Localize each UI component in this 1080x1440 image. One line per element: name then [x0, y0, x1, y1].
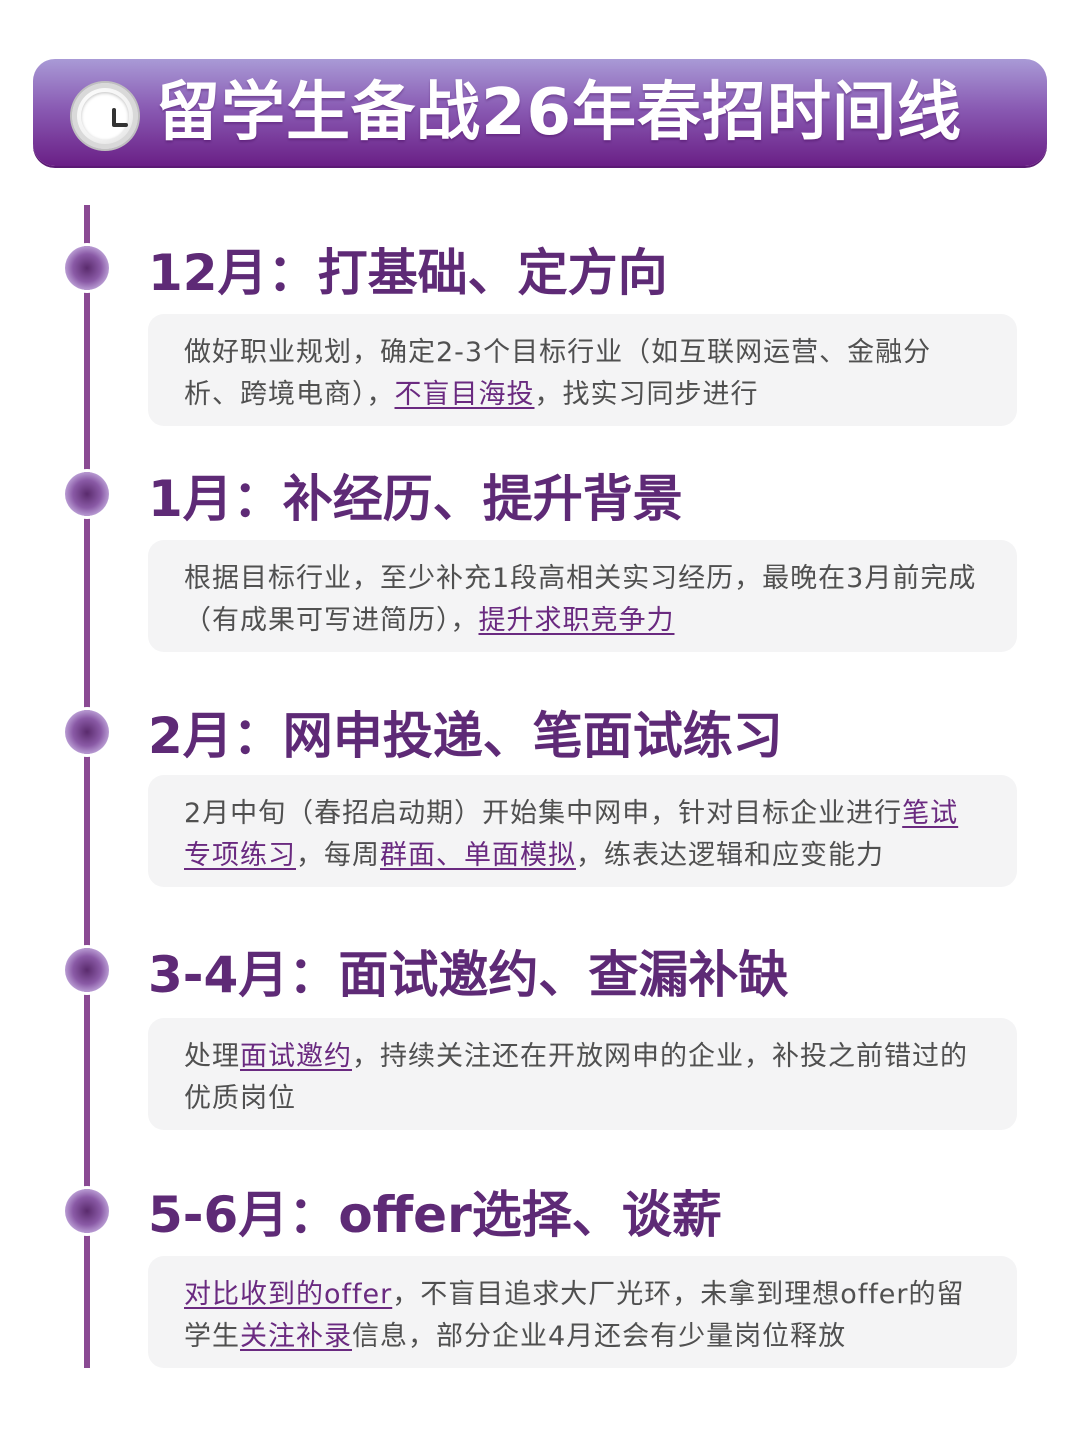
timeline-card: 根据目标行业，至少补充1段高相关实习经历，最晚在3月前完成（有成果可写进简历），…	[148, 540, 1017, 652]
desc-highlight: 面试邀约	[240, 1041, 352, 1072]
desc-text: ，找实习同步进行	[534, 379, 759, 410]
timeline-desc: 处理面试邀约，持续关注还在开放网申的企业，补投之前错过的优质岗位	[184, 1036, 981, 1120]
desc-highlight: 提升求职竞争力	[478, 605, 675, 636]
timeline-dot	[65, 948, 109, 992]
desc-highlight: 群面、单面模拟	[380, 840, 576, 871]
timeline-heading: 12月：打基础、定方向	[148, 244, 668, 302]
timeline-heading: 5-6月：offer选择、谈薪	[148, 1186, 722, 1244]
desc-highlight: 对比收到的offer	[184, 1279, 393, 1310]
timeline-card: 2月中旬（春招启动期）开始集中网申，针对目标企业进行笔试专项练习，每周群面、单面…	[148, 775, 1017, 887]
timeline-heading: 3-4月：面试邀约、查漏补缺	[148, 946, 789, 1004]
desc-text: 2月中旬（春招启动期）开始集中网申，针对目标企业进行	[184, 798, 903, 829]
timeline-heading: 2月：网申投递、笔面试练习	[148, 707, 783, 765]
desc-highlight: 笔试专项练习	[184, 798, 959, 871]
timeline-dot	[65, 1189, 109, 1233]
desc-text: 信息，部分企业4月还会有少量岗位释放	[352, 1321, 847, 1352]
desc-text: 做好职业规划，确定2-3个目标行业（如互联网运营、金融分析、跨境电商），	[184, 337, 932, 410]
page-title: 留学生备战26年春招时间线	[156, 76, 963, 150]
timeline-heading: 1月：补经历、提升背景	[148, 470, 683, 528]
desc-highlight: 关注补录	[240, 1321, 352, 1352]
desc-text: ，持续关注还在开放网申的企业，补投之前错过的优质岗位	[184, 1041, 968, 1114]
timeline-desc: 做好职业规划，确定2-3个目标行业（如互联网运营、金融分析、跨境电商），不盲目海…	[184, 332, 981, 416]
timeline-dot	[65, 246, 109, 290]
desc-highlight: 不盲目海投	[394, 379, 535, 410]
timeline-card: 处理面试邀约，持续关注还在开放网申的企业，补投之前错过的优质岗位	[148, 1018, 1017, 1130]
timeline-dot	[65, 710, 109, 754]
timeline-dot	[65, 472, 109, 516]
timeline-card: 做好职业规划，确定2-3个目标行业（如互联网运营、金融分析、跨境电商），不盲目海…	[148, 314, 1017, 426]
timeline-desc: 根据目标行业，至少补充1段高相关实习经历，最晚在3月前完成（有成果可写进简历），…	[184, 558, 981, 642]
desc-text: ，每周	[296, 840, 380, 871]
clock-icon	[72, 83, 138, 149]
timeline-desc: 2月中旬（春招启动期）开始集中网申，针对目标企业进行笔试专项练习，每周群面、单面…	[184, 793, 981, 877]
timeline-desc: 对比收到的offer，不盲目追求大厂光环，未拿到理想offer的留学生关注补录信…	[184, 1274, 981, 1358]
desc-text: 根据目标行业，至少补充1段高相关实习经历，最晚在3月前完成（有成果可写进简历），	[184, 563, 977, 636]
desc-text: ，练表达逻辑和应变能力	[576, 840, 884, 871]
desc-text: 处理	[184, 1041, 240, 1072]
desc-text: ，不盲目追求大厂光环，未拿到理想offer的留学生	[184, 1279, 965, 1352]
timeline-card: 对比收到的offer，不盲目追求大厂光环，未拿到理想offer的留学生关注补录信…	[148, 1256, 1017, 1368]
header-banner	[33, 59, 1047, 166]
timeline-line	[84, 205, 90, 1368]
